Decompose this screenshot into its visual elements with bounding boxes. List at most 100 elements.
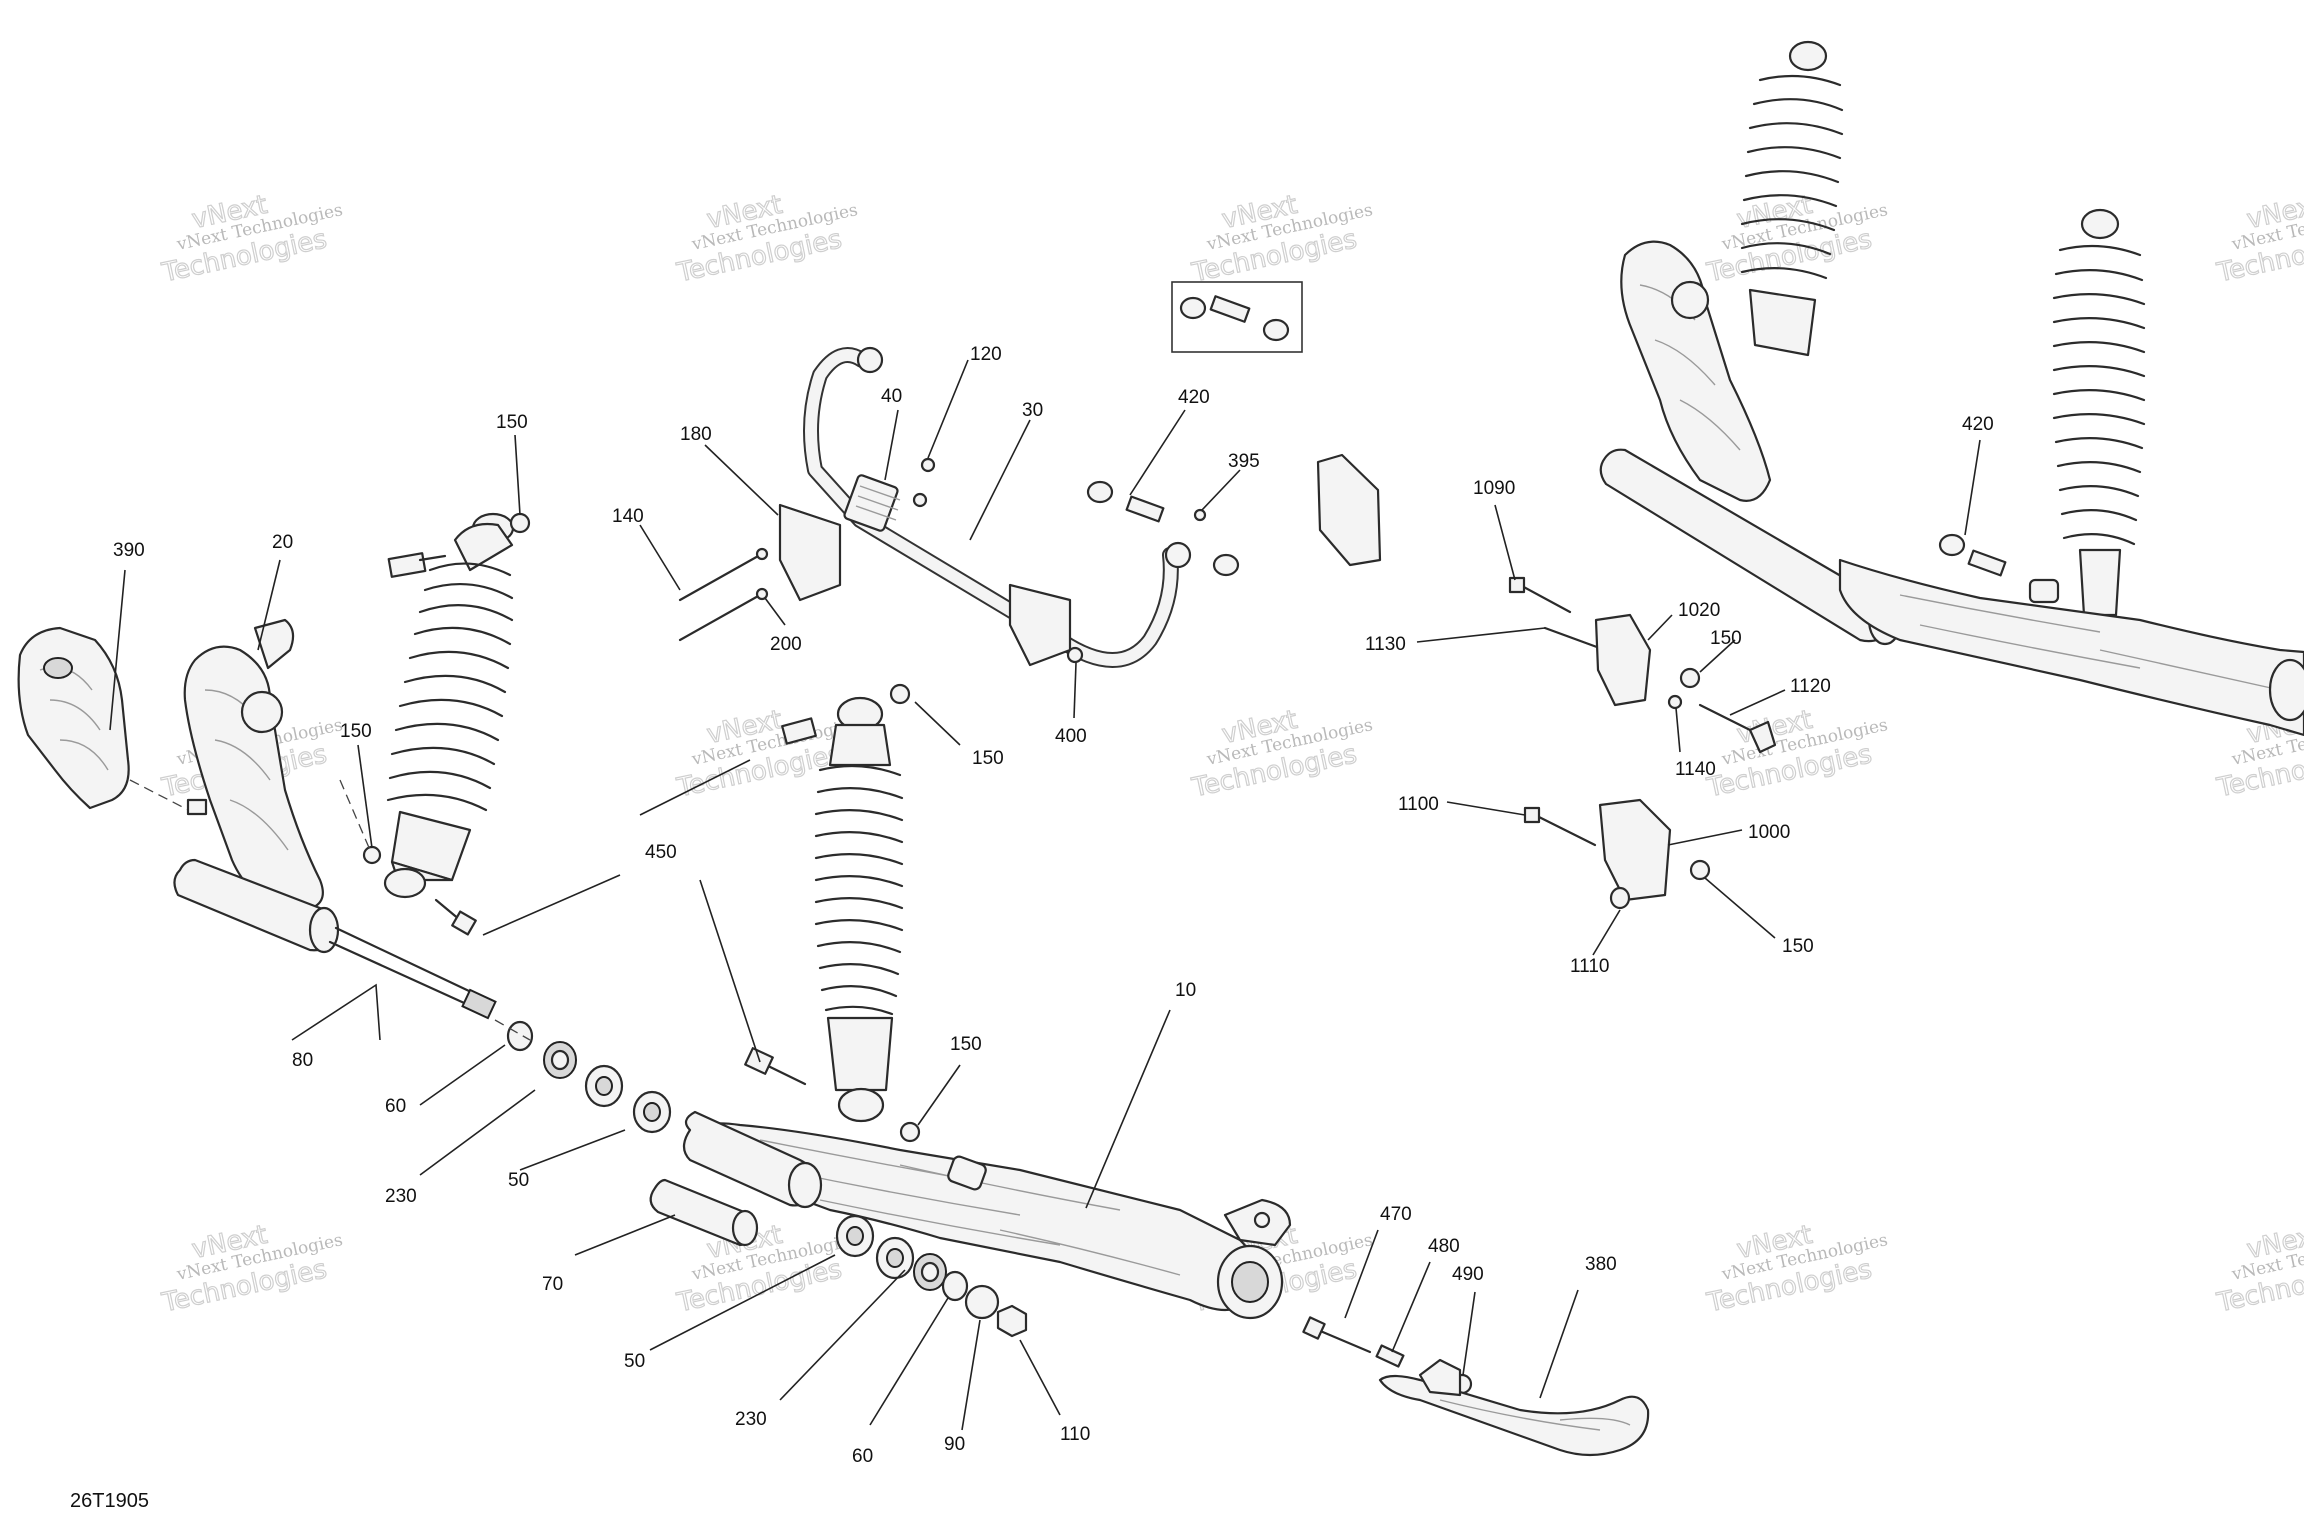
- callout-20: 20: [272, 532, 293, 553]
- axis-line: [494, 1019, 531, 1041]
- callout-labels: 10 20 30 40 50 50 60 60 70 80 90 110 120…: [113, 344, 1994, 1467]
- swing-arm-10-detail: [759, 1139, 1181, 1276]
- kit-420-frame: [1171, 281, 1303, 353]
- shock-bottom-eye: [383, 867, 427, 899]
- bearing-50-inner: [643, 1102, 661, 1122]
- shock-spring: [1740, 74, 1844, 280]
- leader-line: [574, 1214, 676, 1256]
- washer-200-part: [755, 547, 769, 561]
- bracket-20-eye: [240, 690, 284, 734]
- nut-150-part: [899, 1121, 921, 1143]
- leader-line: [649, 1254, 836, 1351]
- left-shock-absorber: [383, 512, 515, 899]
- bushing-420-part: [1179, 296, 1207, 320]
- callout-1140: 1140: [1675, 759, 1716, 780]
- right-bracket-assembly: [1508, 576, 1777, 910]
- bushing-420-part: [1938, 533, 1966, 557]
- bushing-420-part: [1262, 318, 1290, 342]
- bolt-470-shank: [1316, 1328, 1372, 1354]
- leader-line: [699, 879, 761, 1063]
- callout-470: 470: [1380, 1204, 1412, 1225]
- shock-top-eye: [2080, 208, 2120, 240]
- callout-490: 480: [1428, 1236, 1460, 1257]
- leader-line: [779, 1269, 906, 1401]
- bracket-20-part: [1620, 240, 1772, 502]
- swing-arm-10-eye: [2268, 658, 2304, 722]
- anti-roll-bar-assembly: [678, 281, 1382, 668]
- nut-150-part: [362, 845, 382, 865]
- leader-line: [1201, 469, 1241, 511]
- callout-400: 400: [1055, 726, 1087, 747]
- callout-200: 200: [770, 634, 802, 655]
- leader-line: [482, 874, 621, 936]
- leader-line: [1344, 1229, 1379, 1319]
- leader-line: [639, 524, 681, 591]
- leader-line: [1019, 1339, 1061, 1416]
- swing-arm-10-detail: [1899, 594, 2281, 691]
- leader-line: [514, 434, 521, 516]
- callout-50: 50: [624, 1351, 645, 1372]
- bolt-head: [781, 717, 817, 745]
- spacer-490-part: [1375, 1344, 1405, 1368]
- leader-line: [357, 744, 373, 849]
- leader-line: [917, 1064, 961, 1126]
- shaft-80-part: [328, 926, 490, 1014]
- nut-150-part: [889, 683, 911, 705]
- nut-150-part: [1679, 667, 1701, 689]
- nut-part: [186, 798, 208, 816]
- swing-arm-10-tab-hole: [1253, 1211, 1271, 1229]
- leader-line: [914, 701, 961, 746]
- watermarks: vNext vNext Technologies Technologies vN…: [158, 189, 2304, 1319]
- washer-90-part: [964, 1284, 1000, 1320]
- bolt-1090-part: [1518, 583, 1572, 614]
- callout-230: 230: [735, 1409, 767, 1430]
- bracket-20-part: [183, 645, 324, 912]
- shock-spring: [814, 764, 904, 1016]
- diagram-reference-code: 26T1905: [70, 1490, 149, 1512]
- nut-150-part: [509, 512, 531, 534]
- leader-line: [1704, 877, 1776, 939]
- bracket-180-part: [778, 503, 842, 602]
- callout-10: 10: [1175, 980, 1196, 1001]
- bar-end-link: [1164, 541, 1192, 569]
- swing-arm-10-bore: [1231, 1261, 1269, 1303]
- bracket-1000-part: [1598, 798, 1672, 902]
- leader-line: [704, 444, 779, 516]
- leader-line: [291, 983, 381, 1041]
- callout-230: 230: [385, 1186, 417, 1207]
- leader-line: [1675, 707, 1681, 753]
- shock-top-eye: [1788, 40, 1828, 72]
- shock-top-mount: [453, 522, 514, 572]
- callout-1110: 1110: [1570, 956, 1609, 977]
- bolt-1090-head: [1508, 576, 1526, 594]
- nut-400-part: [1066, 646, 1084, 664]
- leader-line: [1129, 409, 1186, 496]
- shock-mount-boss: [947, 1155, 987, 1191]
- leader-line: [961, 1319, 981, 1431]
- leader-line: [969, 419, 1031, 541]
- axis-line: [129, 779, 199, 816]
- callout-150: 150: [1710, 628, 1742, 649]
- nut-110-part: [996, 1304, 1028, 1338]
- bolt-470-head: [1302, 1316, 1326, 1340]
- nut-1140-part: [1667, 694, 1683, 710]
- callout-150: 150: [496, 412, 528, 433]
- callout-50: 50: [508, 1170, 529, 1191]
- leader-line: [1085, 1009, 1171, 1209]
- bolt-140-part: [678, 553, 762, 642]
- callout-480: 490: [1452, 1264, 1484, 1285]
- leader-line: [419, 1089, 536, 1176]
- nut-150-part: [1689, 859, 1711, 881]
- bolt-450-head: [451, 910, 477, 936]
- cover-390-boss: [43, 657, 73, 679]
- shock-body: [1748, 288, 1817, 357]
- leader-line: [1446, 801, 1526, 816]
- bushing-40-detail: [855, 485, 901, 521]
- bushing-60-part: [506, 1020, 534, 1052]
- bracket-20-tab: [253, 618, 295, 670]
- callout-40: 40: [881, 386, 902, 407]
- callout-150: 150: [340, 721, 372, 742]
- callout-1000: 1000: [1748, 822, 1790, 843]
- leader-line: [1699, 639, 1736, 673]
